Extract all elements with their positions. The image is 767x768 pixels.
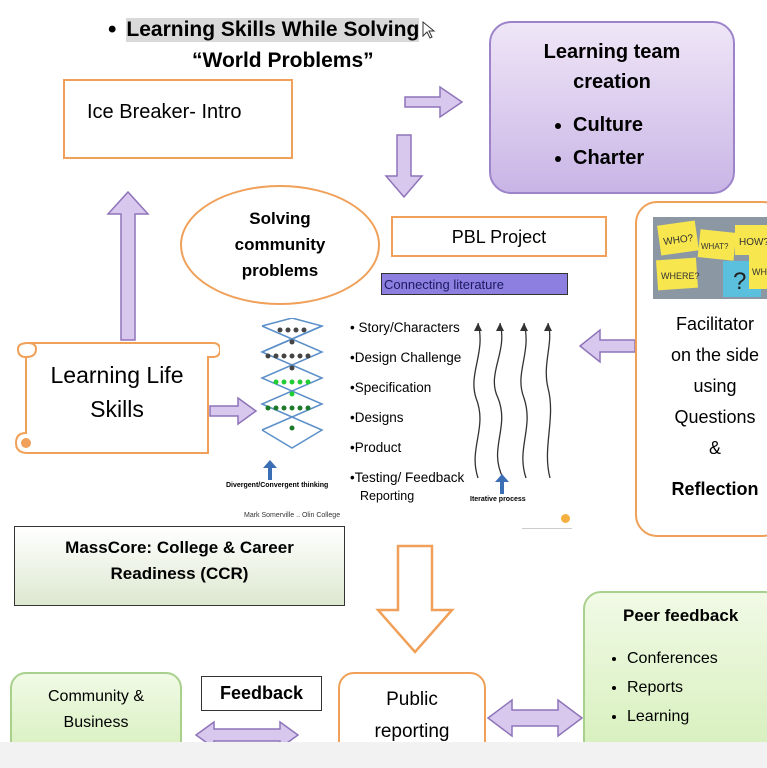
facilitator-reflection: Reflection [671,479,759,499]
peer-title: Peer feedback [623,606,739,625]
list-item: Charter [573,142,733,175]
ice-breaker-box: Ice Breaker- Intro [63,79,293,159]
life-skills-text: Learning Life Skills [22,358,212,426]
masscore-box: MassCore: College & Career Readiness (CC… [14,526,345,606]
community-line: Community & [47,688,145,705]
steps-list: • Story/Characters •Design Challenge •Sp… [350,313,464,493]
list-item: • Story/Characters [350,320,460,335]
connecting-literature-bar: Connecting literature [381,273,568,295]
facilitator-line: using [693,376,737,396]
iterative-label: Iterative process [470,496,526,503]
bullet: • [108,16,117,43]
arrow-left-icon [578,328,636,364]
sticky-note-text: ? [733,268,746,295]
list-item: •Testing/ Feedback [350,470,465,485]
facilitator-line: Questions [674,407,756,427]
public-line: Public [386,689,438,710]
public-text: Public reporting [340,684,484,748]
team-creation-list: Culture Charter [551,109,733,175]
sticky-note-text: HOW? [739,237,767,248]
community-line: Business [63,714,129,731]
team-creation-title: Learning team creation [543,41,681,93]
life-skills-line: Learning Life [50,362,184,388]
ice-breaker-label: Ice Breaker- Intro [87,101,242,123]
list-item: •Design Challenge [350,350,462,365]
list-item: Conferences [627,644,767,673]
peer-list: Conferences Reports Learning [605,644,767,731]
connecting-label: Connecting literature [384,277,504,292]
community-text: Community & Business [12,684,180,736]
list-item: •Specification [350,380,432,395]
reporting-label: Reporting [360,489,415,503]
credit-label: Mark Somerville .. Olin College [244,512,341,519]
bottom-band [0,742,767,768]
sticky-note-text: WHY [752,267,767,277]
sticky-note-text: WHO? [663,233,695,248]
arrow-up-icon [106,190,150,341]
feedback-label: Feedback [219,683,304,703]
life-skills-line: Skills [90,396,144,422]
facilitator-line: & [708,438,721,458]
peer-feedback-box: Peer feedback Conferences Reports Learni… [583,591,767,761]
title-subtitle: “World Problems” [192,49,374,72]
arrow-right-icon [404,85,464,119]
iterative-arrows [473,322,552,479]
arrow-up-small-icon [263,460,277,480]
feedback-box: Feedback [201,676,322,711]
masscore-text: MassCore: College & Career Readiness (CC… [15,535,344,587]
facilitator-line: on the side [670,345,760,365]
list-item: •Product [350,440,402,455]
sticky-notes-image: WHO? WHAT? HOW? WHERE? ? WHY [653,217,767,299]
arrow-right-icon [209,396,258,426]
pbl-box: PBL Project [391,216,607,257]
arrow-up-small-icon [495,474,509,494]
list-item: Culture [573,109,733,142]
list-item: Reports [627,673,767,702]
facilitator-text: Facilitator on the side using Questions … [637,309,767,505]
list-item: Learning [627,702,767,731]
arrow-down-icon [384,134,424,199]
divergent-label: Divergent/Convergent thinking [226,482,329,489]
arrow-down-big-icon [375,544,455,654]
masscore-line: MassCore: College & Career [65,538,294,557]
facilitator-box: WHO? WHAT? HOW? WHERE? ? WHY Facilitator… [635,201,767,537]
sticky-note-text: WHAT? [701,242,729,251]
public-line: reporting [374,721,450,742]
divergent-diagram [260,318,325,449]
masscore-line: Readiness (CCR) [110,564,249,583]
list-item: •Designs [350,410,404,425]
sticky-note-text: WHERE? [661,271,700,281]
title-text: Learning Skills While Solving [126,18,420,42]
facilitator-line: Facilitator [675,314,755,334]
solving-label: Solving community problems [234,209,326,280]
double-arrow-icon [486,698,584,738]
solving-ellipse: Solving community problems [180,185,380,305]
cursor-icon [422,20,436,39]
pbl-label: PBL Project [451,227,547,247]
engineering-logo [522,514,572,529]
title-line-1: • Learning Skills While Solving [108,16,437,44]
team-creation-box: Learning team creation Culture Charter [489,21,735,194]
